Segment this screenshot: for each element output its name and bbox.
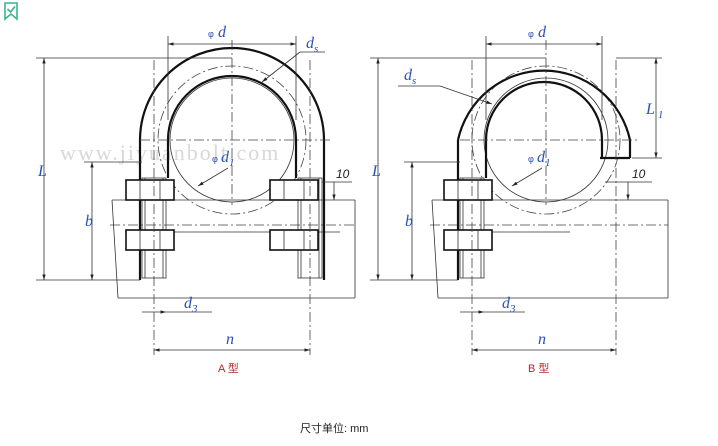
bookmark-check-icon[interactable] <box>4 2 18 21</box>
type-a-label: A 型 <box>218 361 239 375</box>
label-d3-b: d3 <box>502 295 516 315</box>
label-d-b: d <box>538 24 547 41</box>
type-b-label: B 型 <box>528 361 549 375</box>
label-phi-d-a: φ <box>208 29 214 39</box>
label-n-a: n <box>226 331 234 348</box>
label-phi-d-b: φ <box>528 29 534 39</box>
label-d3-a: d3 <box>184 295 198 315</box>
label-b-b: b <box>405 213 413 230</box>
label-phi-d1-a: φ <box>212 154 218 164</box>
nut-bottom-right <box>269 229 319 251</box>
label-L-a: L <box>37 163 47 180</box>
label-b-a: b <box>85 213 93 230</box>
label-10-a: 10 <box>336 167 350 181</box>
label-ds-b: ds <box>404 67 416 87</box>
label-n-b: n <box>538 331 546 348</box>
type-a-drawing: φ d ds φ d1 L b 10 d3 n A 型 <box>36 24 356 375</box>
label-d1-a: d1 <box>221 149 235 169</box>
label-d-a: d <box>218 24 227 41</box>
label-d1-b: d1 <box>537 149 551 169</box>
label-ds-a: ds <box>306 35 318 55</box>
label-phi-d1-b: φ <box>528 154 534 164</box>
label-L-b: L <box>371 163 381 180</box>
unit-note: 尺寸单位: mm <box>300 421 368 435</box>
nut-top-left <box>125 179 175 201</box>
label-10-b: 10 <box>632 167 646 181</box>
watermark: www.jiyuanbolt.com <box>60 140 280 165</box>
nut-bottom-left <box>125 229 175 251</box>
nut-top-right <box>269 179 319 201</box>
